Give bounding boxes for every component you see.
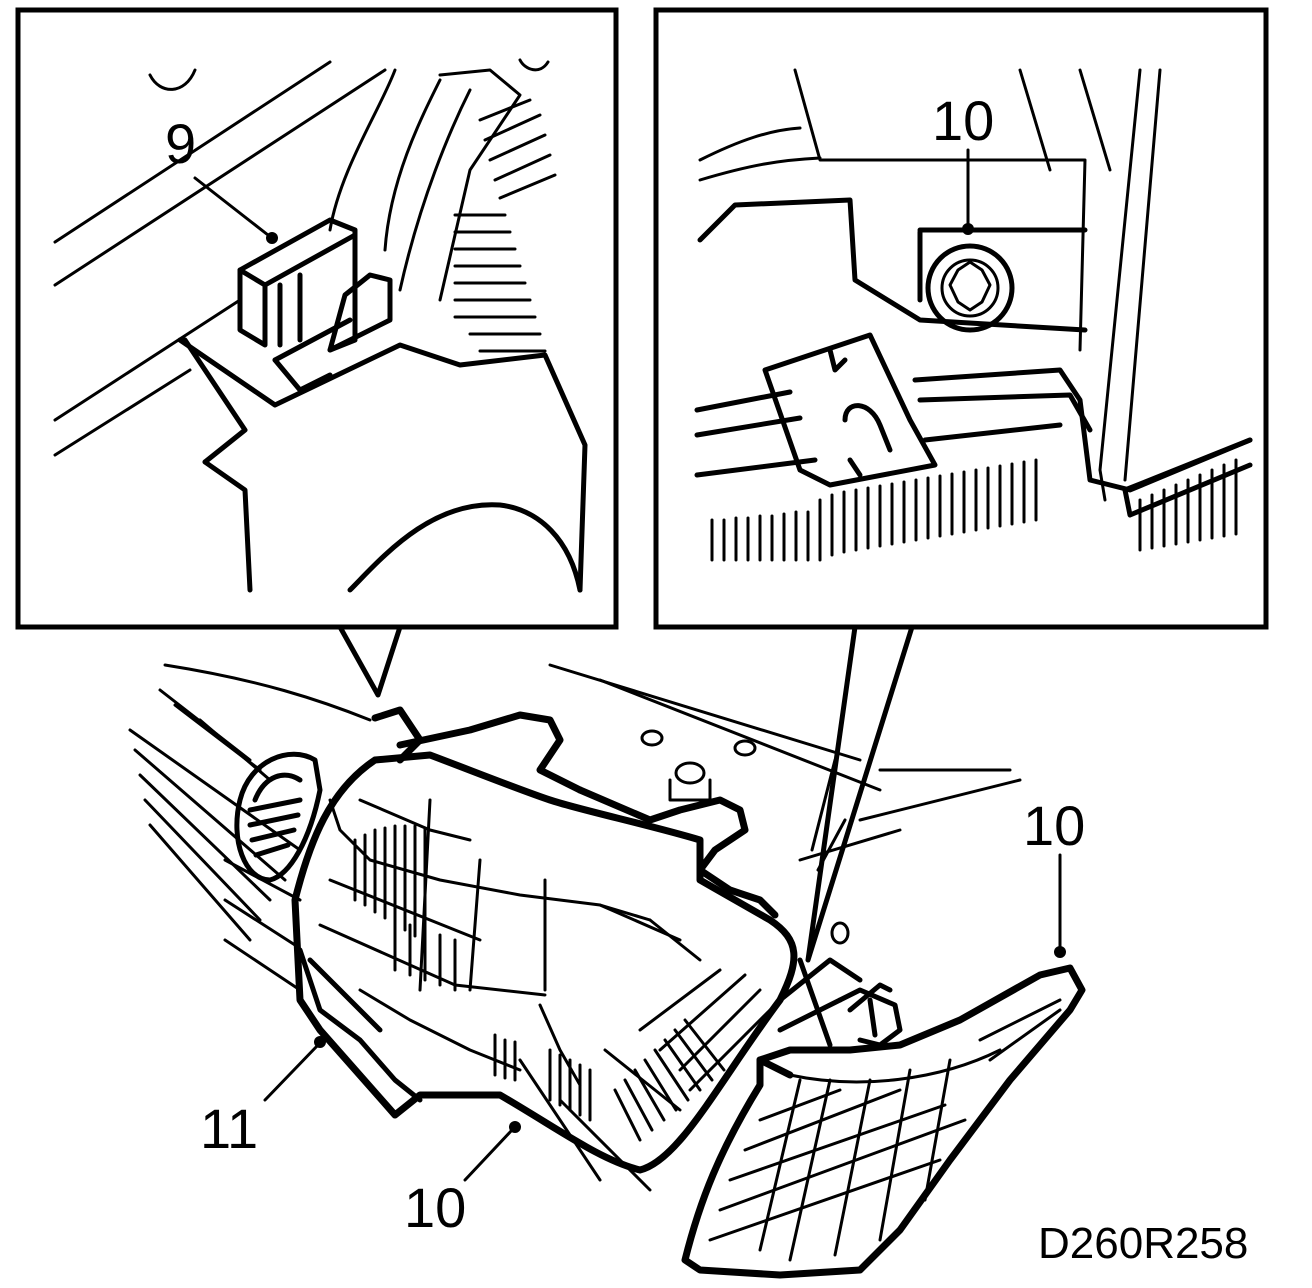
callout-9-inset: 9 <box>165 112 196 175</box>
inset-right-screw-detail: 10 <box>653 7 1269 630</box>
callout-leaders <box>263 853 1066 1182</box>
callout-10-inset: 10 <box>932 89 994 152</box>
torx-screw-icon <box>925 243 1015 333</box>
drawing-code-label: D260R258 <box>1038 1219 1248 1268</box>
main-view-front-corner: 10 10 11 <box>128 663 1086 1279</box>
indicator-lamp <box>681 964 1086 1279</box>
callout-10-bottom: 10 <box>404 1176 466 1239</box>
inset-pointer-lines <box>337 624 915 963</box>
callout-11: 11 <box>200 1097 258 1160</box>
inset-left-clip-detail: 9 <box>15 7 619 630</box>
air-intake-shape <box>234 751 323 883</box>
callout-10-right: 10 <box>1023 794 1085 857</box>
